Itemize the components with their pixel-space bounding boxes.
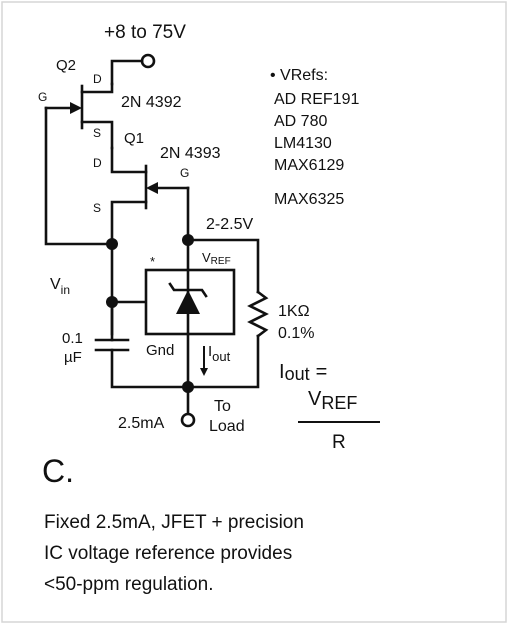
q2-gate-arrow — [70, 102, 82, 114]
q1-pin-d: D — [93, 156, 102, 170]
supply-terminal — [140, 53, 156, 69]
vref-part-3: LM4130 — [274, 135, 332, 152]
vrefs-heading: • VRefs: — [270, 67, 328, 84]
zener-diode-symbol — [176, 290, 200, 314]
q1-part: 2N 4393 — [160, 145, 221, 162]
vref-voltage-label: 2-2.5V — [206, 216, 253, 233]
q2-pin-g: G — [38, 90, 47, 104]
capacitor-bottom-lead — [110, 348, 190, 389]
vref-part-2: AD 780 — [274, 113, 327, 130]
iout-label: Iout — [208, 343, 231, 364]
iout-arrow-head — [200, 368, 208, 376]
output-load-line1: To — [214, 398, 231, 415]
capacitor-value-2: µF — [64, 349, 82, 366]
formula-denominator: R — [332, 432, 346, 453]
vref-part-4: MAX6129 — [274, 157, 344, 174]
supply-wire — [110, 59, 144, 86]
output-current-label: 2.5mA — [118, 415, 165, 432]
resistor-tolerance: 0.1% — [278, 325, 314, 342]
q2-pin-s: S — [93, 126, 101, 140]
capacitor-value-1: 0.1 — [62, 330, 83, 347]
figure-caption: Fixed 2.5mA, JFET + precision IC voltage… — [44, 507, 424, 600]
ic-gnd-label: Gnd — [146, 342, 174, 359]
vref-part-1: AD REF191 — [274, 91, 359, 108]
resistor-bottom-wire — [186, 334, 260, 389]
q2-source — [80, 120, 114, 150]
caption-line-2: IC voltage reference provides — [44, 543, 293, 564]
ref-marker: * — [150, 254, 155, 269]
caption-line-3: <50-ppm regulation. — [44, 574, 214, 595]
q2-drain — [80, 82, 114, 94]
resistor-value: 1KΩ — [278, 303, 310, 320]
figure-label: C. — [42, 453, 74, 489]
q2-part: 2N 4392 — [121, 94, 182, 111]
caption-line-1: Fixed 2.5mA, JFET + precision — [44, 512, 304, 533]
vref-part-5: MAX6325 — [274, 191, 344, 208]
q2-gate-feedback-wire — [44, 106, 114, 246]
output-load-line2: Load — [209, 418, 245, 435]
vref-node-label: VREF — [202, 250, 231, 267]
formula-numerator: VREF — [308, 388, 357, 413]
q1-source — [110, 200, 148, 246]
vin-node-dot — [106, 238, 118, 250]
vref-node-dot — [182, 234, 194, 246]
supply-label: +8 to 75V — [104, 22, 186, 43]
q2-designator: Q2 — [56, 57, 76, 74]
q1-pin-s: S — [93, 201, 101, 215]
zener-cathode-bar — [168, 282, 208, 298]
q1-drain — [110, 146, 148, 174]
q2-pin-d: D — [93, 72, 102, 86]
vref-to-resistor-wire — [186, 238, 260, 294]
vin-label: Vin — [50, 276, 70, 297]
q1-designator: Q1 — [124, 130, 144, 147]
output-terminal — [180, 412, 196, 428]
q1-gate-arrow — [146, 182, 158, 194]
q1-pin-g: G — [180, 166, 189, 180]
formula-lhs: Iout= — [279, 361, 327, 384]
resistor-symbol — [247, 290, 269, 338]
